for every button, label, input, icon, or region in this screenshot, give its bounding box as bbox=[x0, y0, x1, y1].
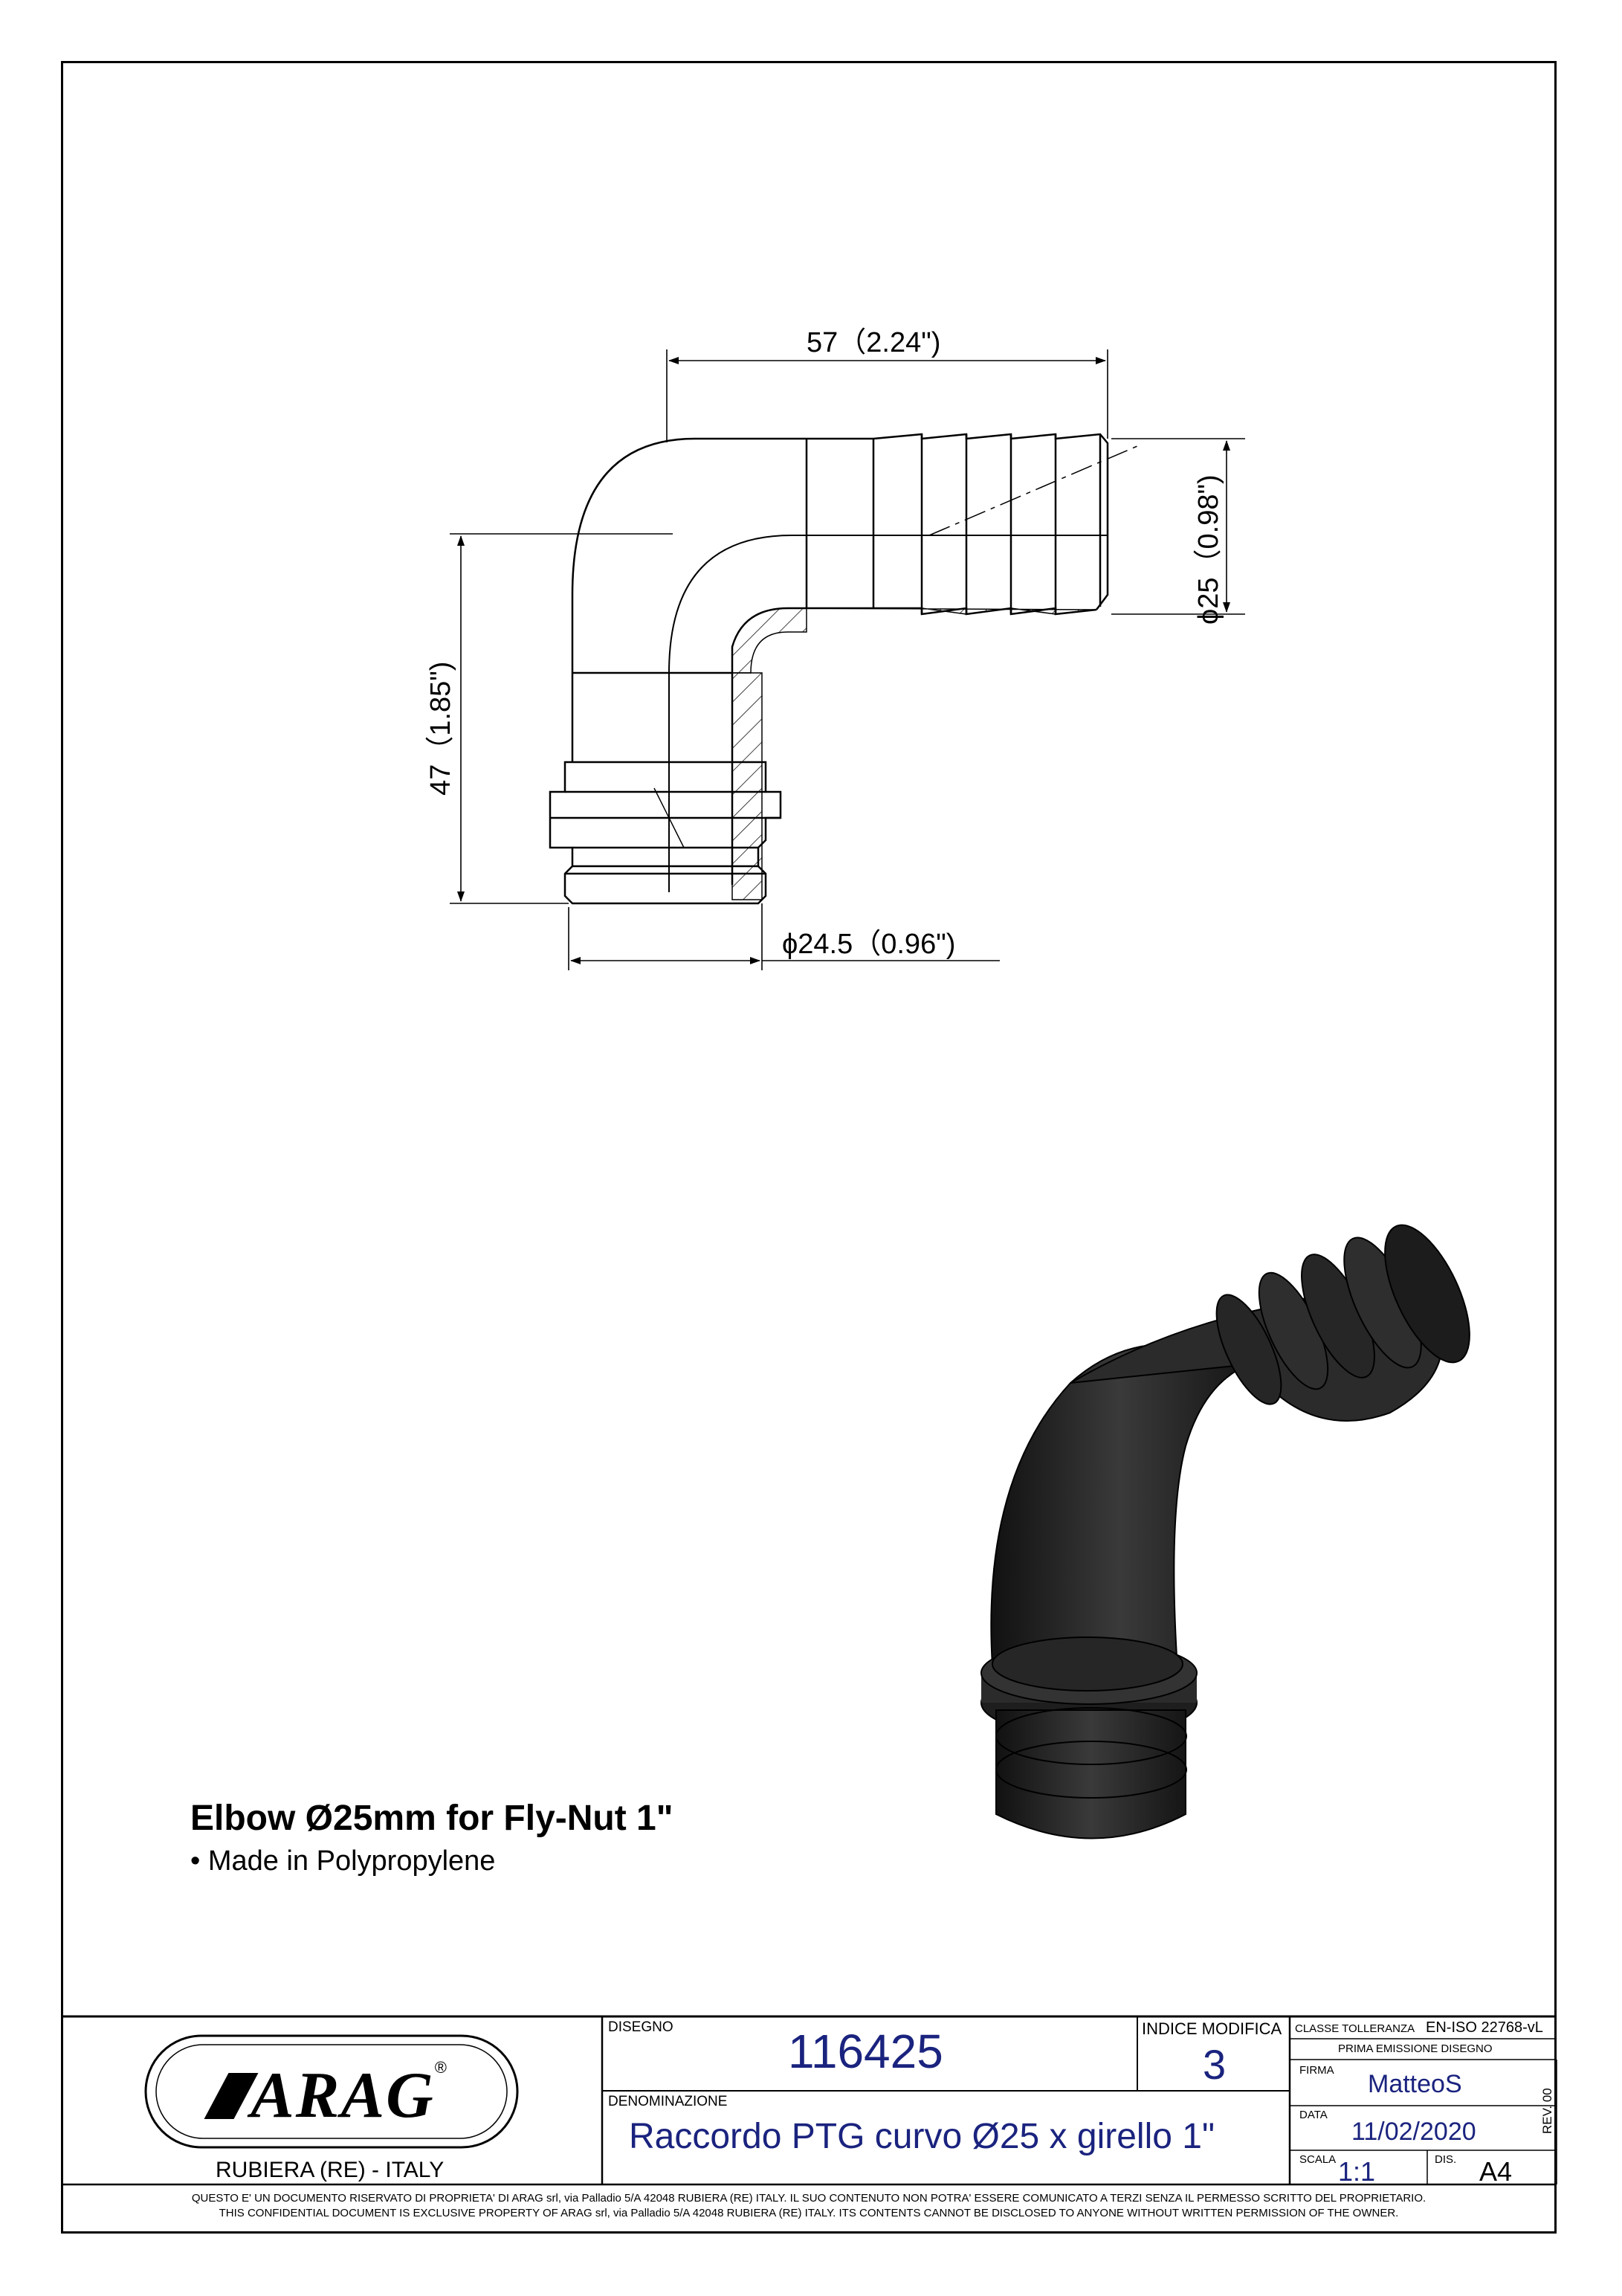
tolerance-value: EN-ISO 22768-vL bbox=[1426, 2019, 1543, 2036]
dim-height-label: 47（1.85") bbox=[425, 662, 456, 796]
elbow-section-view bbox=[549, 433, 1138, 905]
drawing-label: DISEGNO bbox=[608, 2019, 673, 2035]
logo-text: ARAG bbox=[251, 2060, 435, 2132]
name-label: DENOMINAZIONE bbox=[608, 2094, 728, 2109]
signature-value: MatteoS bbox=[1368, 2070, 1462, 2098]
logo: ARAG® bbox=[168, 2058, 495, 2132]
sheet-value: A4 bbox=[1479, 2156, 1513, 2187]
elbow-3d-render bbox=[980, 1224, 1470, 1839]
revision-side-label: REV. 00 bbox=[1540, 2088, 1554, 2134]
revision-label: INDICE MODIFICA bbox=[1142, 2019, 1282, 2038]
title-block-grid bbox=[61, 2015, 1557, 2186]
section-hatch-vertical bbox=[731, 672, 763, 900]
date-label: DATA bbox=[1299, 2109, 1328, 2121]
date-value: 11/02/2020 bbox=[1351, 2118, 1476, 2146]
product-title: Elbow Ø25mm for Fly-Nut 1" bbox=[190, 1799, 673, 1838]
sheet-label: DIS. bbox=[1435, 2153, 1457, 2166]
footer-disclaimer-it: QUESTO E' UN DOCUMENTO RISERVATO DI PROP… bbox=[191, 2192, 1426, 2205]
scale-label: SCALA bbox=[1299, 2153, 1337, 2166]
scale-value: 1:1 bbox=[1338, 2156, 1376, 2187]
dimension-lines bbox=[450, 349, 1245, 970]
footer-disclaimer-en: THIS CONFIDENTIAL DOCUMENT IS EXCLUSIVE … bbox=[219, 2207, 1399, 2219]
first-issue-label: PRIMA EMISSIONE DISEGNO bbox=[1338, 2042, 1493, 2055]
dim-length-label: 57（2.24") bbox=[807, 327, 940, 358]
drawing-frame bbox=[61, 61, 1557, 2234]
product-material: • Made in Polypropylene bbox=[190, 1845, 496, 1877]
revision-value: 3 bbox=[1203, 2041, 1227, 2088]
signature-label: FIRMA bbox=[1299, 2064, 1334, 2077]
dim-barb-diameter-label: ϕ25（0.98") bbox=[1193, 474, 1224, 625]
company-location: RUBIERA (RE) - ITALY bbox=[216, 2158, 445, 2182]
dim-thread-diameter-label: ϕ24.5（0.96") bbox=[782, 929, 955, 960]
section-hatch-horizontal bbox=[731, 607, 1097, 674]
name-value: Raccordo PTG curvo Ø25 x girello 1" bbox=[629, 2117, 1215, 2156]
tolerance-label: CLASSE TOLLERANZA bbox=[1295, 2022, 1415, 2035]
logo-registered: ® bbox=[434, 2058, 447, 2077]
drawing-number: 116425 bbox=[788, 2025, 943, 2078]
